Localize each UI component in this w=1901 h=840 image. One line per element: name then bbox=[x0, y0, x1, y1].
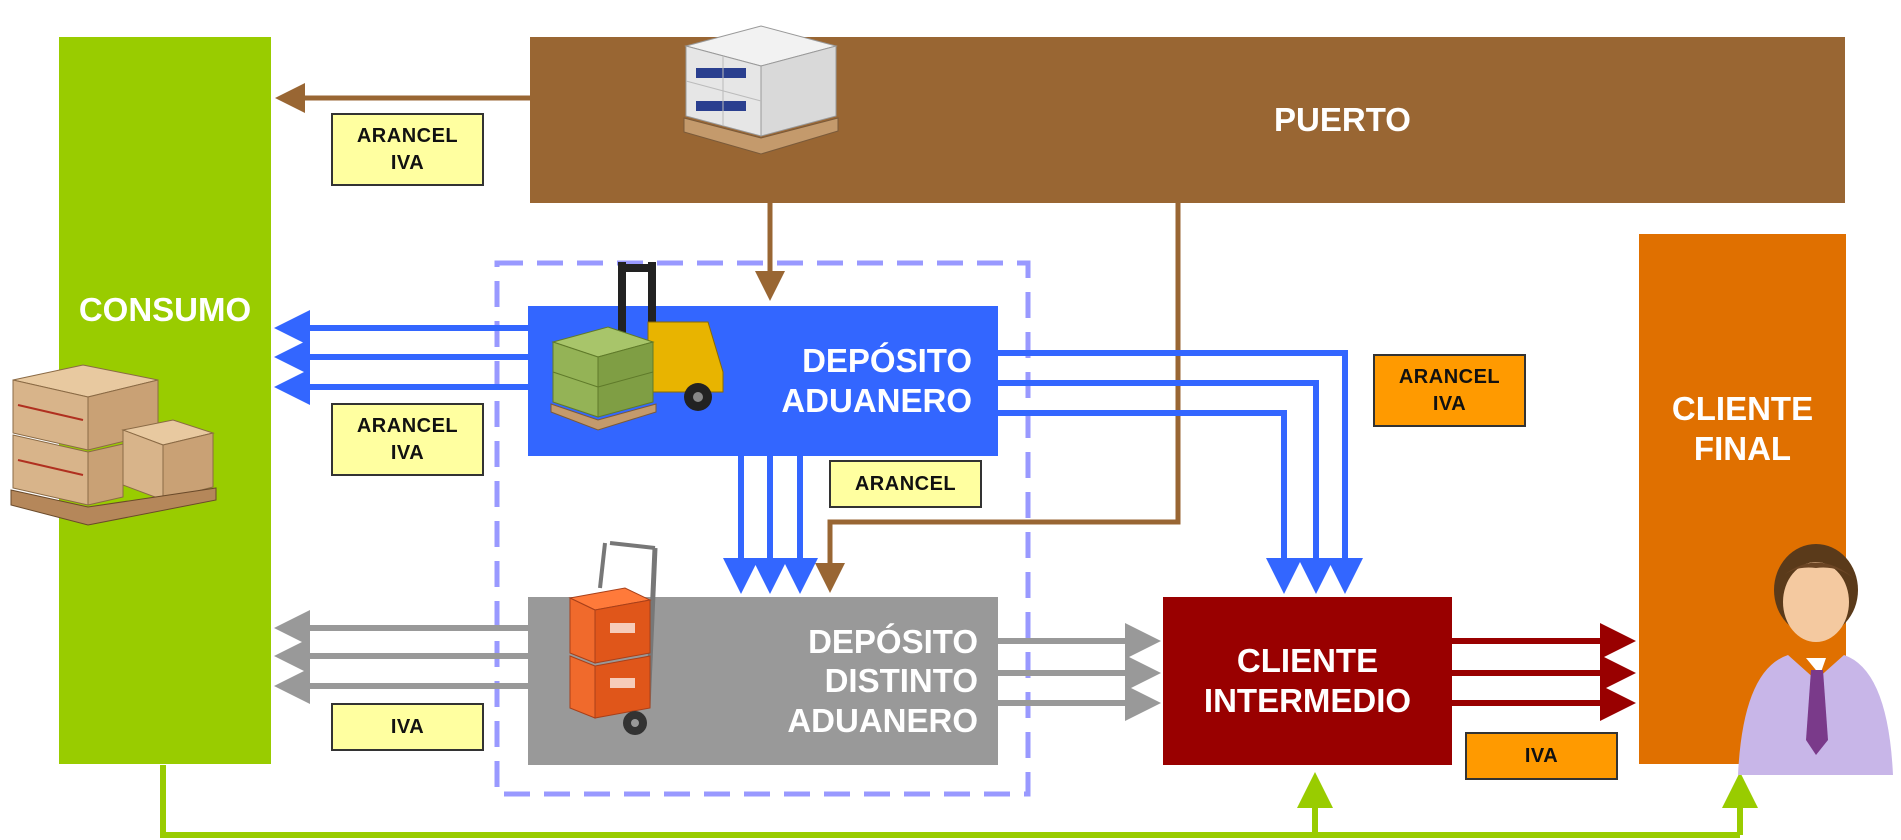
tag-distinto-consumo: IVA bbox=[331, 703, 484, 751]
tag-puerto-consumo: ARANCEL IVA bbox=[331, 113, 484, 186]
tag-puerto-consumo-arancel: ARANCEL bbox=[356, 124, 459, 147]
crates-pallet-icon bbox=[10, 364, 217, 526]
cliente-final-line2: FINAL bbox=[1693, 429, 1792, 467]
deposito-aduanero-line2: ADUANERO bbox=[781, 382, 972, 419]
boxes-pallet-icon bbox=[683, 25, 839, 155]
deposito-distinto-line3: ADUANERO bbox=[787, 701, 978, 739]
consumo-label: CONSUMO bbox=[78, 291, 252, 328]
tag-intermedio-final: IVA bbox=[1465, 732, 1618, 780]
cliente-intermedio-line2: INTERMEDIO bbox=[1203, 682, 1412, 719]
tag-distinto-consumo-iva: IVA bbox=[390, 715, 425, 738]
puerto-label: PUERTO bbox=[1274, 101, 1411, 139]
arrow-deposito-intermedio-3 bbox=[998, 410, 1302, 594]
deposito-aduanero-line1: DEPÓSITO bbox=[802, 342, 972, 380]
tag-deposito-consumo-arancel: ARANCEL bbox=[356, 414, 459, 437]
tag-deposito-to-cliente: ARANCEL IVA bbox=[1373, 354, 1526, 427]
deposito-distinto-line2: DISTINTO bbox=[824, 662, 978, 700]
cliente-final-line1: CLIENTE bbox=[1671, 390, 1814, 427]
tag-deposito-consumo-iva: IVA bbox=[390, 441, 425, 464]
tag-deposito-consumo: ARANCEL IVA bbox=[331, 403, 484, 476]
forklift-icon bbox=[550, 262, 724, 431]
arrow-puerto-distinto bbox=[815, 203, 1181, 593]
arrow-deposito-intermedio-1 bbox=[998, 350, 1363, 594]
green-line-consumo bbox=[160, 765, 1740, 838]
cliente-intermedio-box: CLIENTE INTERMEDIO bbox=[1163, 597, 1452, 765]
person-icon bbox=[1738, 544, 1893, 775]
hand-truck-icon bbox=[568, 541, 658, 735]
arrow-deposito-intermedio-2 bbox=[998, 380, 1334, 594]
tag-deposito-to-cliente-arancel: ARANCEL bbox=[1398, 365, 1501, 388]
tag-intermedio-final-iva: IVA bbox=[1524, 744, 1559, 767]
deposito-distinto-line1: DEPÓSITO bbox=[808, 622, 978, 660]
tag-puerto-consumo-iva: IVA bbox=[390, 151, 425, 174]
tag-deposito-to-distinto: ARANCEL bbox=[829, 460, 982, 508]
tag-deposito-to-distinto-arancel: ARANCEL bbox=[854, 472, 957, 495]
cliente-intermedio-line1: CLIENTE bbox=[1236, 642, 1379, 680]
deposit-group-dashed-border bbox=[494, 260, 1031, 797]
tag-deposito-to-cliente-iva: IVA bbox=[1432, 392, 1467, 415]
